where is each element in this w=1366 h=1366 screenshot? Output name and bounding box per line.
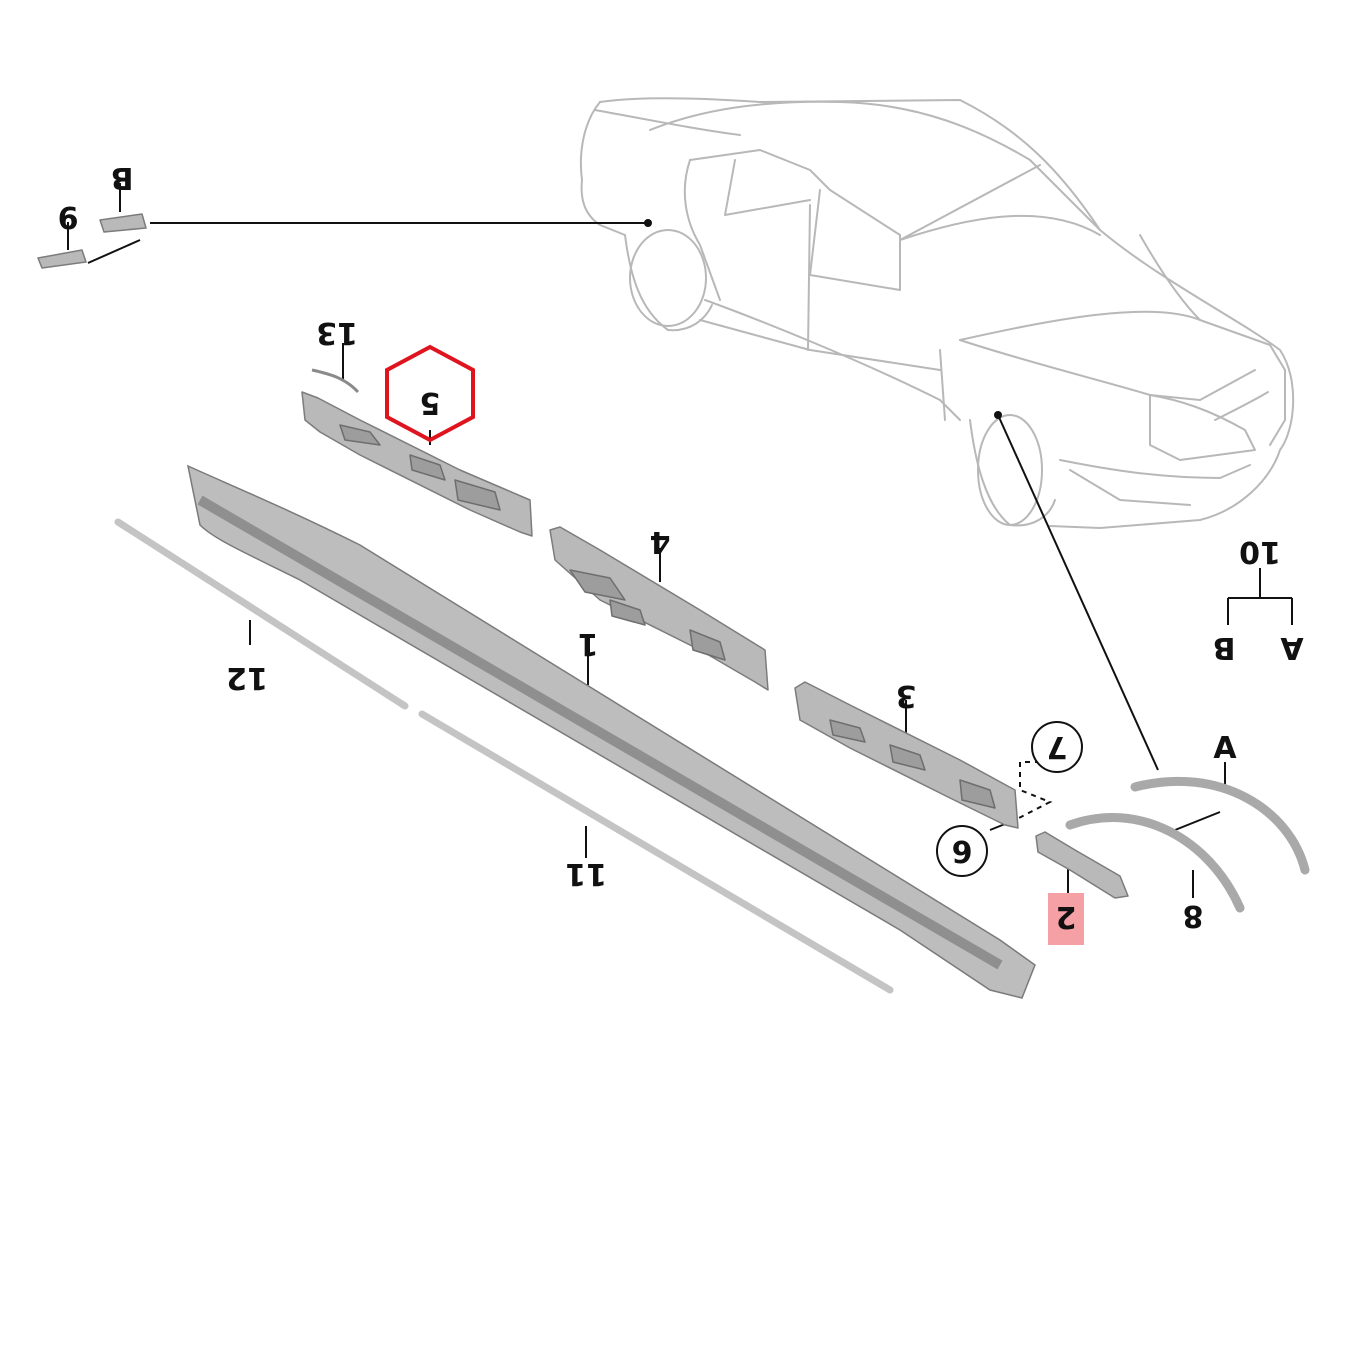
callout-3: 3 [896, 678, 917, 713]
callout-12: 12 [226, 660, 268, 695]
part-1-side-sill [186, 464, 1036, 999]
part-12-strip [114, 518, 409, 710]
callout-6-circle [936, 825, 988, 877]
callout-5-hexagon [385, 344, 475, 443]
callout-7: 7 [1047, 729, 1068, 764]
callout-b-ref: B [1213, 630, 1236, 665]
callout-2: 2 [1056, 899, 1077, 934]
callout-1: 1 [578, 626, 599, 661]
part-a-trim [1130, 776, 1310, 875]
leader-lines [67, 183, 1293, 898]
callout-9: 9 [58, 199, 79, 234]
callout-b-top: B [111, 160, 134, 195]
part-b-pad [99, 213, 147, 233]
callout-5: 5 [420, 385, 441, 420]
callout-a-trim: A [1213, 731, 1237, 766]
callout-4: 4 [650, 524, 671, 559]
part-13-trim [311, 368, 360, 394]
callout-7-circle [1031, 721, 1083, 773]
part-11-strip [418, 710, 894, 994]
callout-8: 8 [1183, 898, 1204, 933]
callout-6: 6 [952, 833, 973, 868]
callout-a-ref: A [1280, 630, 1304, 665]
part-9-pad [37, 249, 87, 269]
part-2-clip [1035, 831, 1129, 899]
car-outline [579, 97, 1295, 529]
callout-11: 11 [565, 856, 607, 891]
callout-labels: 9 B 13 5 4 1 12 3 7 6 11 2 8 10 B A A [58, 160, 1304, 934]
part-8-trim [1065, 813, 1245, 913]
parts [37, 213, 1310, 999]
callout-10: 10 [1239, 534, 1281, 569]
callout-13: 13 [316, 315, 358, 350]
callout-2-highlight-box [1048, 893, 1084, 945]
